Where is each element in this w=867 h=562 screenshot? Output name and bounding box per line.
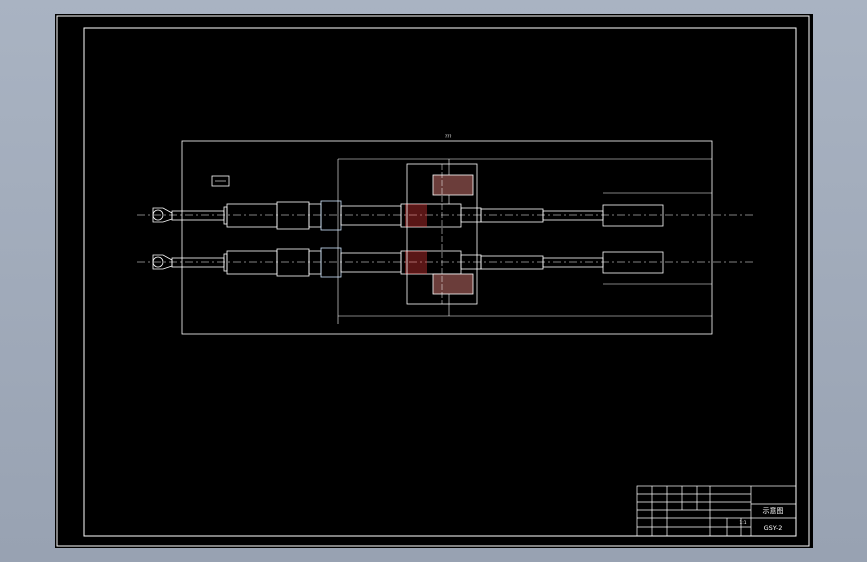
sheet-outer-border bbox=[56, 15, 810, 547]
drawing-number: GSY-2 bbox=[764, 524, 783, 532]
scale-value: 1:1 bbox=[739, 520, 746, 526]
overall-extent-box bbox=[181, 140, 713, 335]
title-block bbox=[636, 485, 797, 537]
lower-tool-assembly bbox=[137, 247, 755, 295]
dim-text-overall: ??? bbox=[445, 134, 451, 139]
sheet-inner-border bbox=[83, 27, 797, 537]
cad-viewport[interactable]: ??? bbox=[55, 14, 813, 548]
note-box bbox=[211, 175, 230, 187]
assembly-drawing: ??? bbox=[56, 15, 810, 547]
view-title: 示意图 bbox=[763, 506, 784, 515]
upper-tool-assembly bbox=[137, 174, 755, 231]
